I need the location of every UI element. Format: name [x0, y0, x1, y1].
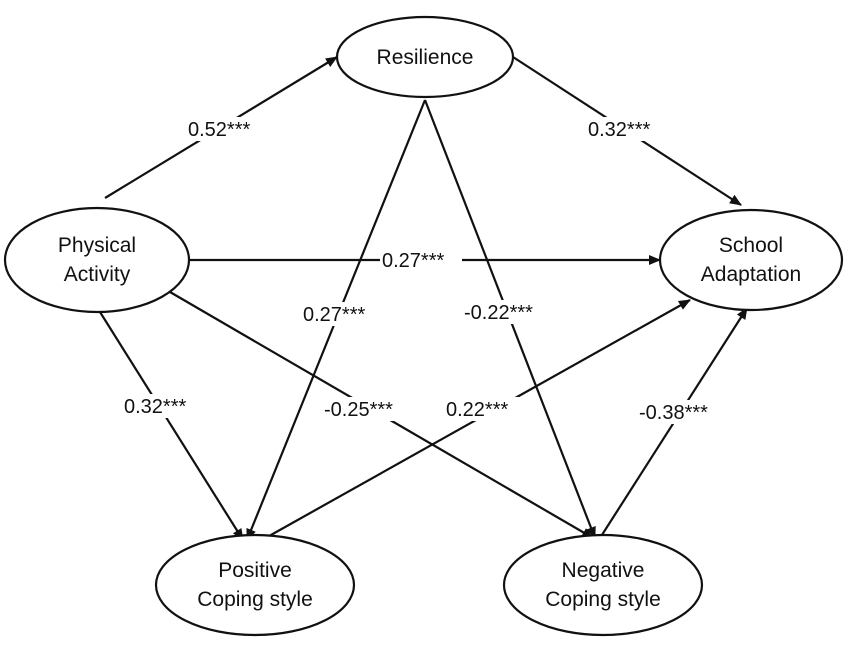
label-negative-to-school: -0.38***	[639, 402, 708, 424]
node-negative-coping-line-1: Negative	[562, 559, 645, 582]
node-negative-coping: Negative Coping style	[502, 533, 704, 637]
label-resilience-to-negative: -0.22***	[464, 302, 533, 324]
label-pa-to-school: 0.27***	[382, 250, 444, 272]
label-resilience-to-positive: 0.27***	[303, 304, 365, 326]
node-resilience-label: Resilience	[377, 46, 474, 69]
label-resilience-to-school: 0.32***	[588, 119, 650, 141]
node-physical-activity-line-2: Activity	[64, 263, 131, 286]
label-positive-to-school: 0.22***	[446, 399, 508, 421]
node-school-adaptation-line-2: Adaptation	[701, 263, 801, 286]
label-pa-to-negative: -0.25***	[324, 399, 393, 421]
edge-pa-to-positive	[99, 311, 244, 541]
label-pa-to-positive: 0.32***	[124, 396, 186, 418]
node-resilience: Resilience	[335, 15, 515, 99]
edge-labels: 0.52*** 0.32*** 0.27*** 0.27*** -0.22***…	[122, 117, 727, 424]
node-negative-coping-line-2: Coping style	[545, 588, 661, 611]
node-school-adaptation: School Adaptation	[658, 208, 844, 312]
label-pa-to-resilience: 0.52***	[188, 119, 250, 141]
node-physical-activity: Physical Activity	[3, 206, 191, 314]
node-positive-coping-line-1: Positive	[218, 559, 292, 582]
node-physical-activity-line-1: Physical	[58, 234, 136, 257]
node-school-adaptation-line-1: School	[719, 234, 783, 257]
node-positive-coping-line-2: Coping style	[197, 588, 313, 611]
node-positive-coping: Positive Coping style	[154, 533, 356, 637]
